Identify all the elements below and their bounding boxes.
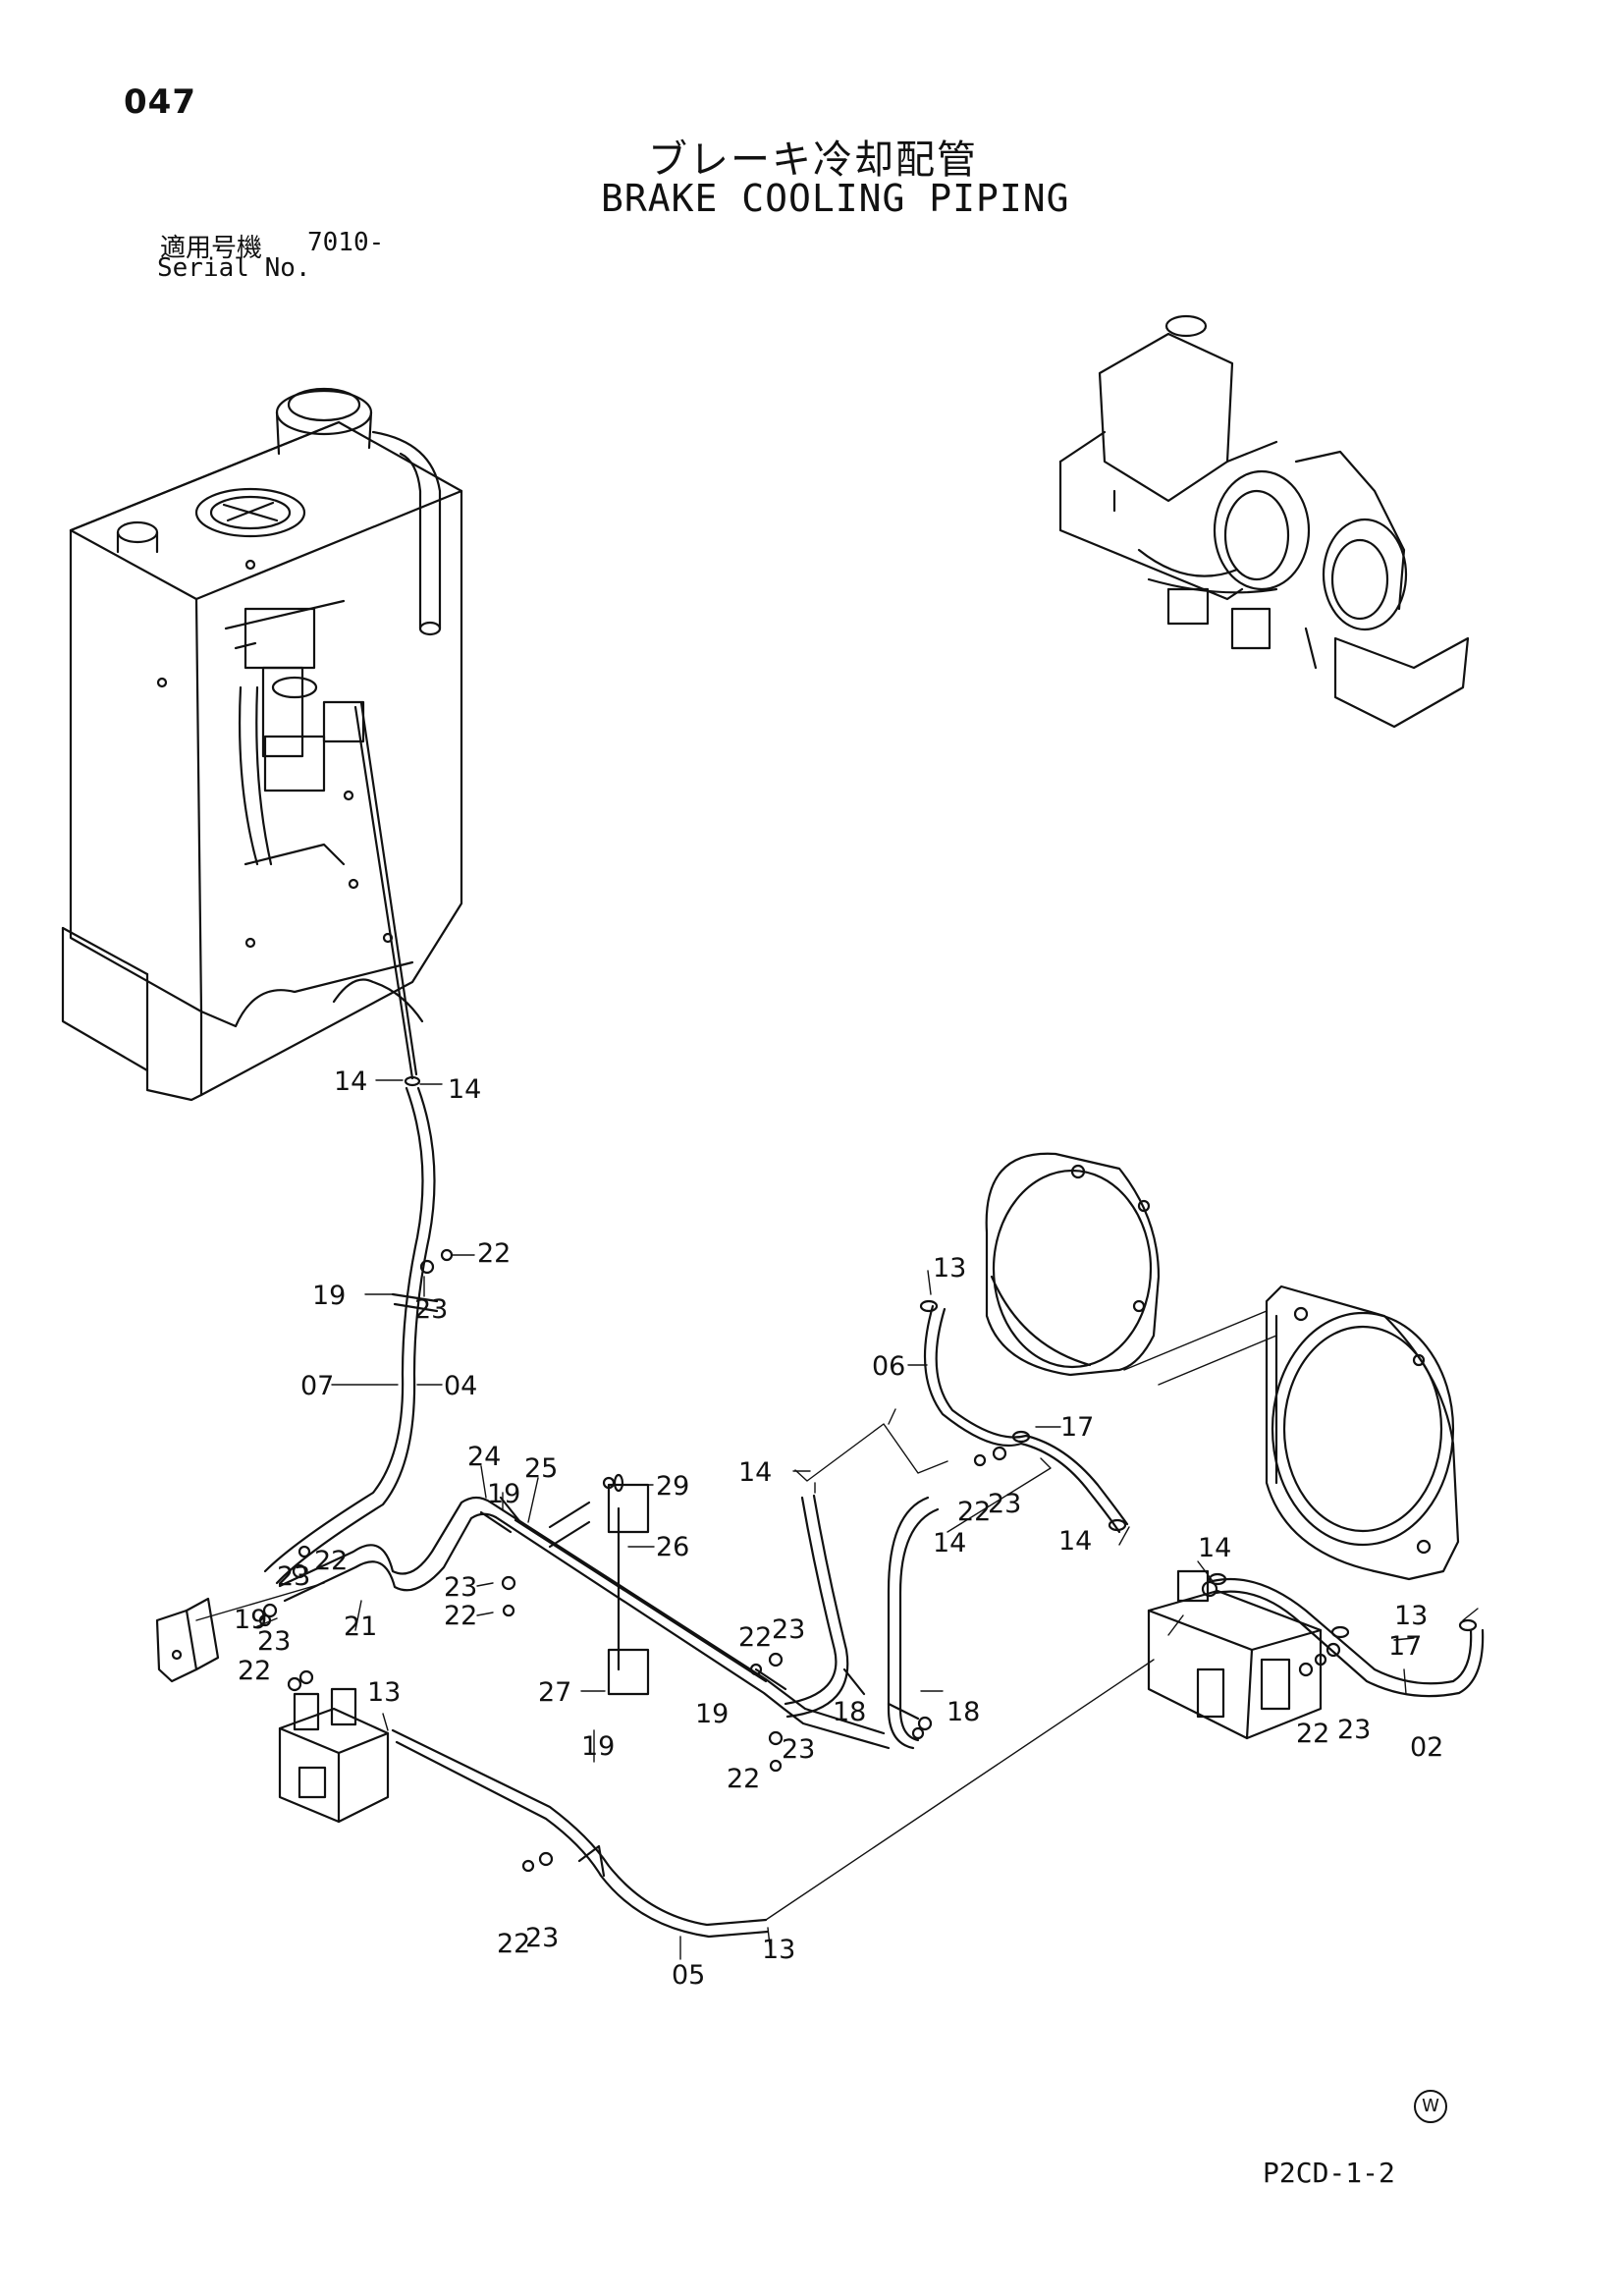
- callout-14: 14: [334, 1066, 367, 1097]
- machine-overview: [1058, 314, 1470, 729]
- callout-23: 23: [444, 1572, 477, 1603]
- callout-14: 14: [933, 1528, 966, 1558]
- callout-19: 19: [234, 1605, 267, 1635]
- callout-13: 13: [367, 1677, 401, 1708]
- callout-22: 22: [1296, 1719, 1329, 1749]
- clamps: [391, 1075, 1478, 1878]
- callout-22: 22: [314, 1546, 348, 1576]
- callout-04: 04: [444, 1371, 477, 1401]
- callout-27: 27: [538, 1677, 571, 1708]
- hose-05: [391, 1728, 770, 1939]
- callout-18: 18: [947, 1697, 980, 1727]
- callout-26: 26: [656, 1532, 689, 1562]
- title-japanese: ブレーキ冷却配管: [648, 137, 978, 183]
- callout-22: 22: [477, 1238, 511, 1269]
- callout-13: 13: [1394, 1601, 1428, 1631]
- callout-23: 23: [277, 1561, 310, 1592]
- callout-23: 23: [772, 1614, 805, 1645]
- callout-14: 14: [1058, 1526, 1092, 1557]
- callout-19: 19: [695, 1699, 729, 1729]
- fasteners: [258, 1248, 1341, 1873]
- callout-22: 22: [497, 1929, 530, 1959]
- callout-05: 05: [672, 1960, 705, 1991]
- callout-14: 14: [448, 1074, 481, 1105]
- callout-13: 13: [762, 1935, 795, 1965]
- callout-23: 23: [988, 1489, 1021, 1519]
- page-number: 047: [124, 82, 196, 122]
- leader-lines: [195, 1079, 1479, 1960]
- callout-23: 23: [257, 1626, 291, 1657]
- drawing-code: P2CD-1-2: [1263, 2157, 1395, 2189]
- callout-22: 22: [738, 1622, 772, 1653]
- callout-23: 23: [782, 1734, 815, 1765]
- brake-valve-block: [1147, 1569, 1323, 1740]
- callout-22: 22: [957, 1497, 991, 1527]
- callout-21: 21: [344, 1612, 377, 1642]
- callout-29: 29: [656, 1471, 689, 1502]
- callout-17: 17: [1388, 1631, 1422, 1662]
- hose-06: [923, 1304, 1129, 1534]
- hydraulic-tank: [61, 387, 463, 1102]
- callout-13: 13: [933, 1253, 966, 1284]
- callout-25: 25: [524, 1453, 558, 1484]
- callout-14: 14: [1198, 1533, 1231, 1563]
- brake-valve: [278, 1669, 390, 1824]
- callout-19: 19: [581, 1731, 615, 1762]
- pipe-21: [278, 1496, 498, 1603]
- callout-22: 22: [238, 1656, 271, 1686]
- callout-14: 14: [738, 1457, 772, 1488]
- mounting-bracket: [155, 1597, 220, 1683]
- callout-19: 19: [487, 1479, 520, 1509]
- callout-06: 06: [872, 1351, 905, 1382]
- watermark-w-symbol: W: [1414, 2090, 1447, 2123]
- callout-07: 07: [300, 1371, 334, 1401]
- serial-value: 7010-: [307, 228, 385, 257]
- callout-23: 23: [525, 1923, 559, 1953]
- callout-02: 02: [1410, 1732, 1443, 1763]
- callout-19: 19: [312, 1281, 346, 1311]
- callout-23: 23: [414, 1294, 448, 1325]
- brake-housing-lower: [1265, 1285, 1460, 1581]
- callout-17: 17: [1060, 1412, 1094, 1443]
- callout-22: 22: [444, 1601, 477, 1631]
- callout-24: 24: [467, 1442, 501, 1472]
- callout-22: 22: [727, 1764, 760, 1794]
- callout-23: 23: [1337, 1715, 1371, 1745]
- serial-label-japanese: 適用号機: [160, 234, 263, 263]
- hose-02: [1211, 1577, 1485, 1698]
- hose-18-right: [887, 1496, 940, 1750]
- hose-18-left: [784, 1494, 849, 1719]
- brake-housing-upper: [985, 1152, 1161, 1377]
- callout-18: 18: [833, 1697, 866, 1727]
- pipe-main: [489, 1501, 891, 1750]
- serial-label-english: Serial No.: [157, 253, 311, 283]
- hose-07-04: [263, 1086, 436, 1585]
- title-english: BRAKE COOLING PIPING: [601, 177, 1070, 220]
